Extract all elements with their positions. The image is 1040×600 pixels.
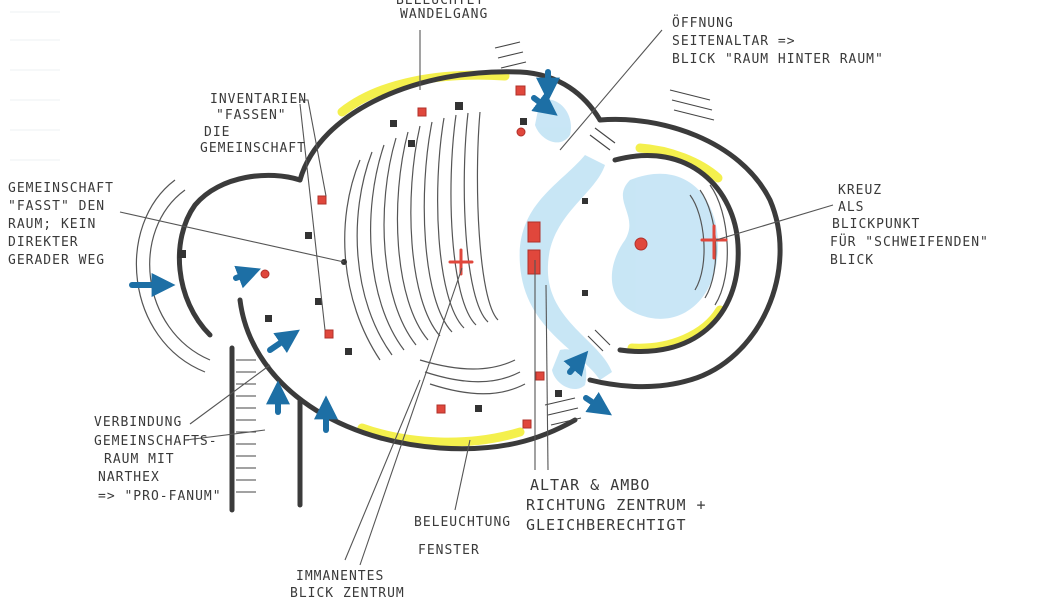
svg-text:NARTHEX: NARTHEX — [98, 470, 160, 485]
svg-text:GLEICHBERECHTIGT: GLEICHBERECHTIGT — [526, 516, 687, 534]
svg-text:FÜR "SCHWEIFENDEN": FÜR "SCHWEIFENDEN" — [830, 233, 989, 250]
label-verbindung: VERBINDUNG GEMEINSCHAFTS- RAUM MIT NARTH… — [94, 415, 222, 504]
label-altar-ambo: ALTAR & AMBO RICHTUNG ZENTRUM + GLEICHBE… — [526, 476, 707, 534]
column-posts — [178, 102, 588, 412]
svg-text:DIE: DIE — [204, 125, 230, 140]
narthex-outer-arc-2 — [135, 179, 206, 373]
red-marker — [522, 419, 532, 429]
north-wall-highlight — [337, 70, 510, 117]
narthex-outer-arc — [149, 189, 211, 361]
svg-text:GEMEINSCHAFT: GEMEINSCHAFT — [8, 181, 114, 196]
red-marker — [516, 127, 526, 137]
red-marker — [417, 107, 427, 117]
main-nave-south — [237, 297, 578, 452]
label-immanentes: IMMANENTES BLICK ZENTRUM — [290, 569, 405, 600]
apse-lower-highlight — [627, 305, 725, 353]
svg-text:KREUZ: KREUZ — [838, 183, 882, 198]
svg-text:"FASST" DEN: "FASST" DEN — [8, 199, 105, 214]
arrow-upper-left — [267, 329, 300, 354]
svg-text:ALS: ALS — [838, 200, 864, 215]
svg-text:ÖFFNUNG: ÖFFNUNG — [672, 14, 734, 31]
svg-text:BLICK ZENTRUM: BLICK ZENTRUM — [290, 586, 405, 600]
red-marker — [317, 195, 327, 205]
svg-text:"FASSEN": "FASSEN" — [216, 108, 287, 123]
arrow-ne-2 — [531, 91, 558, 116]
seating-rows — [344, 111, 526, 395]
blue-washes — [519, 99, 719, 390]
leader-lines — [119, 29, 834, 566]
svg-text:GEMEINSCHAFTS-: GEMEINSCHAFTS- — [94, 434, 218, 449]
arrow-se-1 — [563, 350, 589, 377]
svg-text:WANDELGANG: WANDELGANG — [400, 7, 488, 22]
red-marker — [535, 371, 545, 381]
svg-text:DIREKTER: DIREKTER — [8, 235, 79, 250]
narthex-wall — [176, 172, 303, 338]
svg-text:ALTAR & AMBO: ALTAR & AMBO — [530, 476, 650, 494]
svg-text:BLICK: BLICK — [830, 253, 874, 268]
paper-margin-lines — [10, 11, 60, 161]
svg-text:=> "PRO-FANUM": => "PRO-FANUM" — [98, 489, 222, 504]
svg-text:RICHTUNG ZENTRUM +: RICHTUNG ZENTRUM + — [526, 496, 707, 514]
red-marker — [436, 404, 446, 414]
svg-text:VERBINDUNG: VERBINDUNG — [94, 415, 182, 430]
altar-marker — [527, 221, 541, 243]
svg-text:RAUM; KEIN: RAUM; KEIN — [8, 217, 96, 232]
label-oeffnung: ÖFFNUNG SEITENALTAR => BLICK "RAUM HINTE… — [672, 14, 884, 67]
svg-text:BELEUCHTUNG: BELEUCHTUNG — [414, 515, 511, 530]
apse-blue-pool — [611, 173, 719, 319]
red-marker — [260, 269, 270, 279]
entry-arrow-inner — [233, 265, 261, 289]
svg-text:RAUM MIT: RAUM MIT — [104, 452, 175, 467]
svg-text:SEITENALTAR =>: SEITENALTAR => — [672, 34, 796, 49]
svg-text:IMMANENTES: IMMANENTES — [296, 569, 384, 584]
svg-text:GERADER WEG: GERADER WEG — [8, 253, 105, 268]
red-markers — [260, 85, 648, 429]
svg-text:BLICKPUNKT: BLICKPUNKT — [832, 217, 920, 232]
svg-text:BELEUCHTET: BELEUCHTET — [396, 0, 484, 8]
ambo-marker — [527, 249, 541, 275]
main-nave-ellipse — [297, 69, 603, 183]
yellow-light-highlights — [337, 70, 725, 447]
label-inventarien: INVENTARIEN "FASSEN" DIE GEMEINSCHAFT — [200, 92, 307, 156]
red-marker — [515, 85, 526, 96]
blue-arrows — [129, 69, 612, 433]
red-marker — [634, 237, 648, 251]
svg-text:BLICK "RAUM HINTER RAUM": BLICK "RAUM HINTER RAUM" — [672, 52, 884, 67]
svg-text:FENSTER: FENSTER — [418, 543, 480, 558]
label-kreuz: KREUZ ALS BLICKPUNKT FÜR "SCHWEIFENDEN" … — [830, 183, 989, 268]
arrow-se-2 — [583, 392, 612, 416]
central-blue-band — [519, 155, 612, 380]
label-fenster: BELEUCHTUNG FENSTER — [414, 515, 511, 558]
apse-outer — [587, 116, 783, 390]
apse-inner — [612, 153, 741, 354]
label-gemeinschaft: GEMEINSCHAFT "FASST" DEN RAUM; KEIN DIRE… — [8, 181, 114, 268]
apse-cross — [700, 224, 728, 260]
outer-walls — [135, 69, 783, 513]
svg-text:GEMEINSCHAFT: GEMEINSCHAFT — [200, 141, 306, 156]
stair-hatching — [236, 41, 715, 493]
apse-upper-highlight — [635, 143, 723, 183]
south-wall-highlight — [357, 423, 525, 447]
svg-text:INVENTARIEN: INVENTARIEN — [210, 92, 307, 107]
label-wandelgang: BELEUCHTET WANDELGANG — [396, 0, 488, 22]
red-marker — [324, 329, 334, 339]
